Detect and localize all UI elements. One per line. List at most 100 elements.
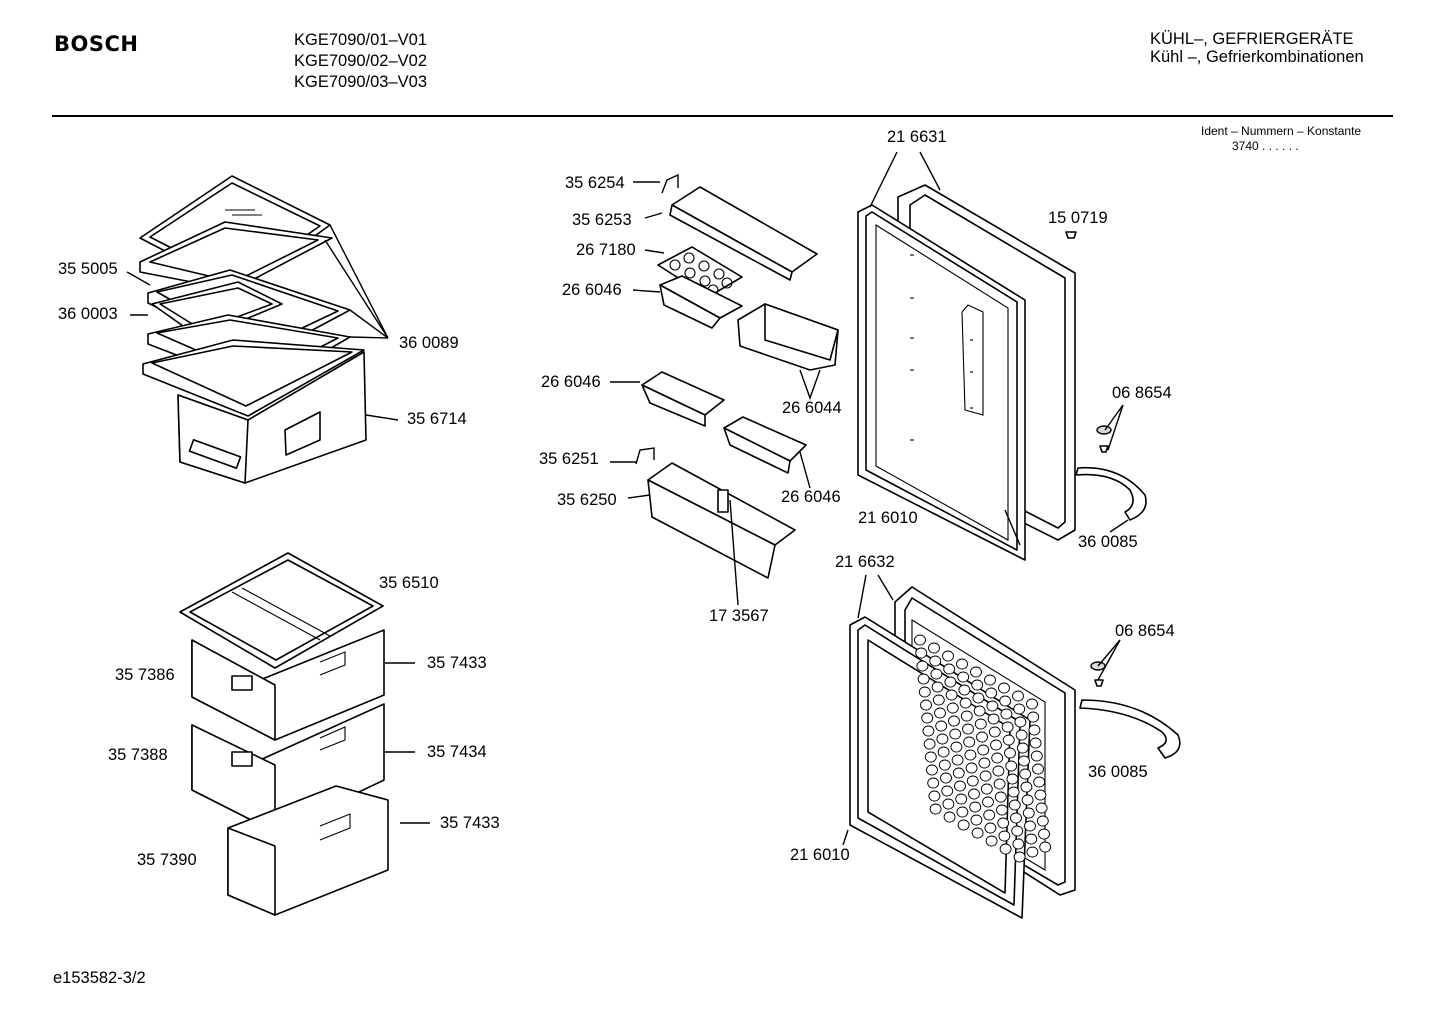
- leader-068654-a: [1104, 404, 1124, 451]
- part-label-356254: 35 6254: [565, 174, 625, 192]
- dimple: [928, 790, 941, 802]
- dimple: [993, 778, 1006, 790]
- dimple: [916, 660, 929, 672]
- leader-360089-b: [324, 239, 389, 339]
- dimple: [956, 658, 968, 670]
- dimple: [1014, 716, 1027, 728]
- dimple: [996, 804, 1008, 816]
- dimple: [922, 725, 935, 737]
- freezer-handle: [1079, 699, 1181, 759]
- dimple: [978, 757, 991, 769]
- header-divider: [52, 115, 1393, 117]
- part-label-357433-b: 35 7433: [440, 814, 500, 832]
- dimple: [949, 728, 962, 740]
- dimple: [927, 777, 940, 789]
- dimple: [1024, 820, 1036, 832]
- dimple: [926, 764, 938, 776]
- dimple: [987, 713, 1000, 725]
- dimple: [951, 754, 964, 766]
- dimple: [985, 835, 998, 847]
- dimple: [962, 723, 974, 735]
- leader-068654-b: [1097, 639, 1121, 681]
- part-label-068654-b: 06 8654: [1115, 622, 1175, 640]
- part-label-068654-a: 06 8654: [1112, 384, 1172, 402]
- dimple: [1000, 708, 1013, 720]
- dimple: [1021, 794, 1034, 806]
- freezer-dimple-grid: [914, 634, 1052, 863]
- model-number-1: KGE7090/01–V01: [294, 31, 428, 49]
- part-label-266046-a: 26 6046: [562, 281, 622, 299]
- drawing-id: e153582-3/2: [53, 969, 146, 987]
- dimple: [915, 647, 928, 659]
- dimple: [957, 819, 970, 831]
- dimple: [985, 687, 998, 699]
- dimple: [917, 673, 930, 685]
- part-label-357433-a: 35 7433: [427, 654, 487, 672]
- part-label-173567: 17 3567: [709, 607, 769, 625]
- dimple: [1032, 763, 1044, 775]
- dimple: [923, 738, 936, 750]
- part-label-357386: 35 7386: [115, 666, 175, 684]
- dimple: [991, 752, 1004, 764]
- part-label-360003: 36 0003: [58, 305, 118, 323]
- dimple: [984, 674, 996, 686]
- leader-216010-a: [1004, 509, 1021, 546]
- dimple: [970, 666, 982, 678]
- screw-cap-upper: [1096, 425, 1112, 453]
- dimple: [964, 749, 977, 761]
- dimple: [1022, 807, 1035, 819]
- dimple: [956, 806, 969, 818]
- leader-267180: [644, 249, 665, 254]
- dimple: [1029, 737, 1042, 749]
- part-label-267180: 26 7180: [576, 241, 636, 259]
- dimple: [1013, 703, 1026, 715]
- dimple: [1015, 729, 1028, 741]
- part-label-356251: 35 6251: [539, 450, 599, 468]
- dimple: [1007, 786, 1020, 798]
- dimple: [1001, 721, 1014, 733]
- dimple: [994, 791, 1007, 803]
- dimple: [1012, 838, 1025, 850]
- part-label-266046-c: 26 6046: [781, 488, 841, 506]
- brand-logo: BOSCH: [54, 32, 139, 56]
- dimple: [937, 746, 950, 758]
- dimple: [983, 809, 996, 821]
- dimple: [963, 736, 976, 748]
- part-label-360085-b: 36 0085: [1088, 763, 1148, 781]
- dimple: [920, 699, 932, 711]
- leader-216632-a: [857, 574, 867, 619]
- dimple: [990, 739, 1002, 751]
- fridge-door: [857, 184, 1076, 561]
- dimple: [948, 715, 960, 727]
- dimple: [918, 686, 931, 698]
- part-label-357388: 35 7388: [108, 746, 168, 764]
- dimple: [1010, 812, 1022, 824]
- leader-360089-a: [329, 224, 389, 339]
- dimple: [999, 843, 1012, 855]
- leader-356714: [365, 414, 399, 421]
- freezer-drawer-top: [191, 629, 385, 741]
- dimple: [971, 827, 984, 839]
- part-label-356714: 35 6714: [407, 410, 467, 428]
- dimple: [942, 798, 955, 810]
- fridge-handle: [1075, 466, 1147, 521]
- dimple: [1013, 851, 1026, 863]
- part-label-356510: 35 6510: [379, 574, 439, 592]
- model-number-2: KGE7090/02–V02: [294, 52, 428, 70]
- dimple: [973, 705, 986, 717]
- dimple: [941, 785, 954, 797]
- dimple: [1025, 833, 1038, 845]
- part-label-357390: 35 7390: [137, 851, 197, 869]
- dimple: [931, 681, 944, 693]
- part-label-360085-a: 36 0085: [1078, 533, 1138, 551]
- leader-266046-a: [632, 289, 661, 293]
- dimple: [968, 788, 980, 800]
- dimple: [1006, 773, 1019, 785]
- small-cup-b: [723, 416, 807, 474]
- dimple: [921, 712, 934, 724]
- leader-360089-d: [349, 336, 389, 339]
- dimple: [980, 783, 993, 795]
- dimple: [1035, 802, 1048, 814]
- plug-cap: [1065, 231, 1077, 239]
